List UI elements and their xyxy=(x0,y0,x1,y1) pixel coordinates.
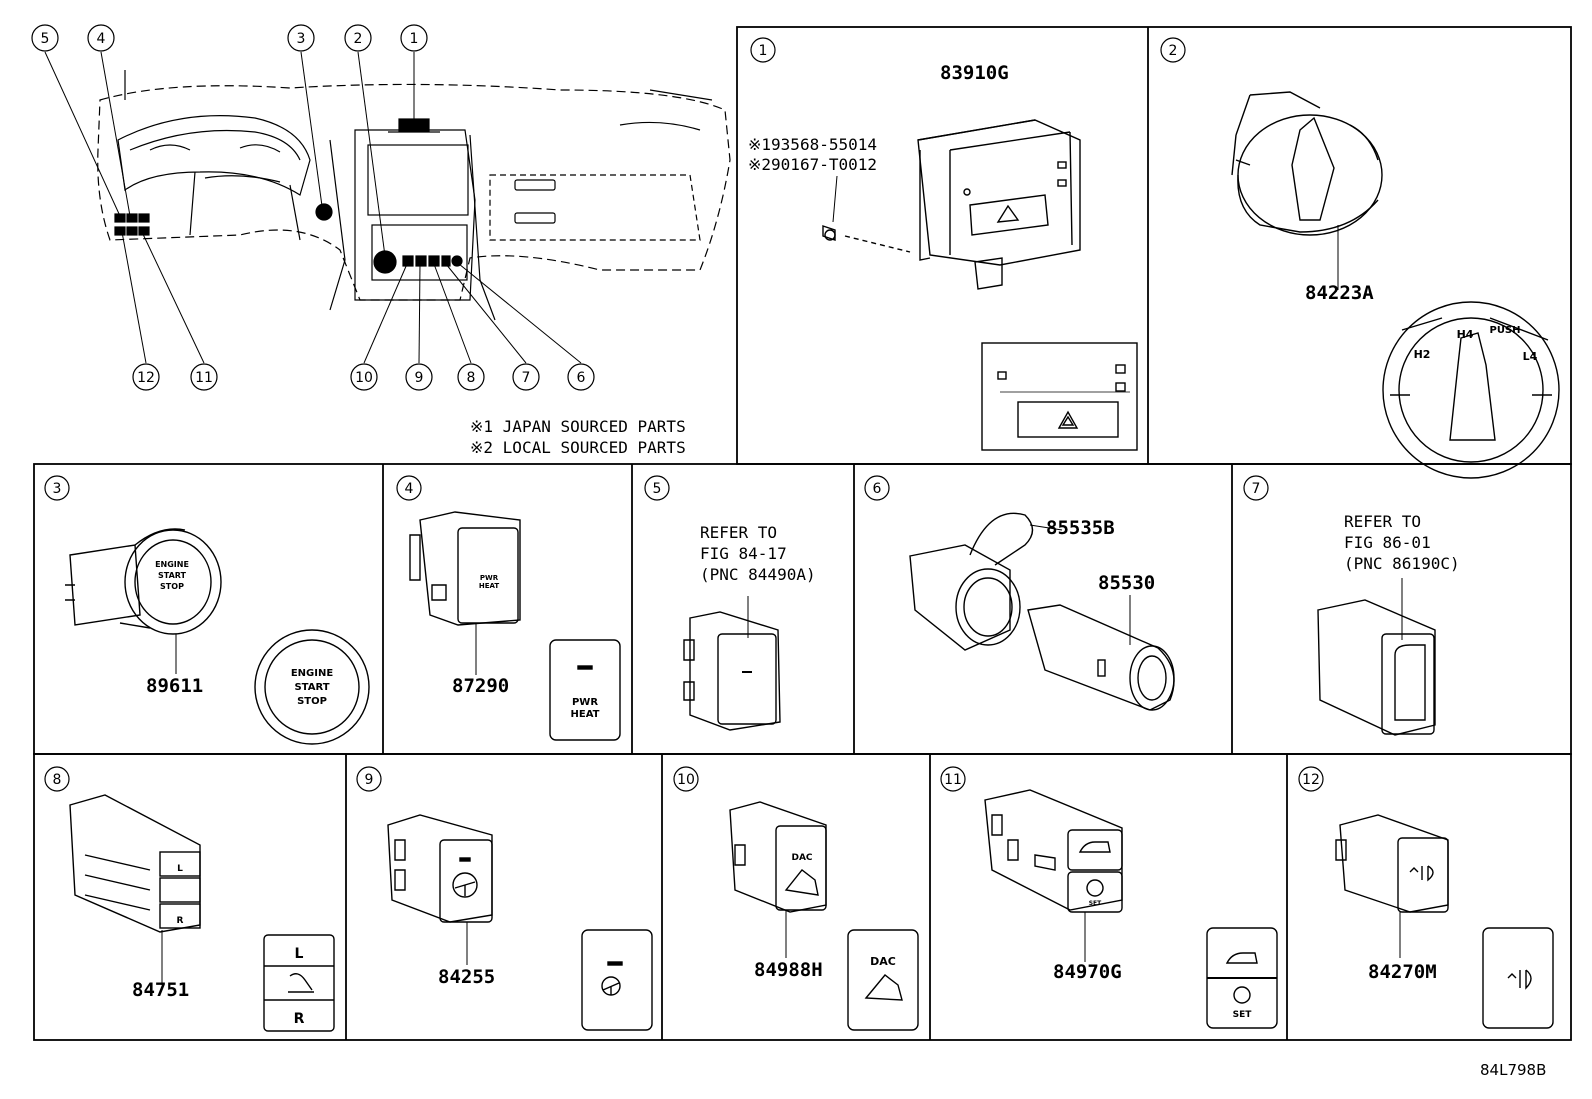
start-label-engine: ENGINE xyxy=(155,560,189,569)
panel-number-3: 3 xyxy=(53,481,62,497)
panel-number-1: 1 xyxy=(759,43,768,59)
panel-number-7: 7 xyxy=(1252,481,1261,497)
panel-number-4: 4 xyxy=(405,481,414,497)
callout-1: 1 xyxy=(410,31,419,47)
panel-number-8: 8 xyxy=(53,772,62,788)
part-number-84223A[interactable]: 84223A xyxy=(1305,282,1374,304)
panel-number-2: 2 xyxy=(1169,43,1178,59)
overview-leaders xyxy=(44,51,582,364)
callout-3: 3 xyxy=(297,31,306,47)
callout-2: 2 xyxy=(354,31,363,47)
overview-callout-numbers: 1 2 3 4 5 6 7 8 9 10 11 12 xyxy=(41,31,586,386)
panel1-sub-parts: ※193568-55014 ※290167-T0012 xyxy=(748,135,877,174)
parking-sensor-switch-drawing xyxy=(683,596,781,731)
panel-number-6: 6 xyxy=(873,481,882,497)
panel-numbers: 1 2 3 4 5 6 7 8 9 10 11 12 xyxy=(53,43,1320,788)
dashboard-overview xyxy=(97,70,731,321)
seat-inset-r: R xyxy=(294,1011,305,1027)
part-number-84988H[interactable]: 84988H xyxy=(754,959,823,981)
start-inset-start: START xyxy=(294,682,329,693)
usb-port-drawing xyxy=(1317,578,1436,736)
sourcing-notes: ※1 JAPAN SOURCED PARTS ※2 LOCAL SOURCED … xyxy=(470,417,686,457)
refer-7-line-2[interactable]: FIG 86-01 xyxy=(1344,533,1431,552)
transfer-knob-drawing xyxy=(1231,91,1560,479)
power-outlet-drawing xyxy=(909,512,1175,711)
seat-label-l: L xyxy=(177,864,183,874)
part-number-84751[interactable]: 84751 xyxy=(132,979,189,1001)
set-label: SET xyxy=(1089,900,1102,907)
sub-part-2[interactable]: ※290167-T0012 xyxy=(748,155,877,174)
diagram-code: 84L798B xyxy=(1480,1061,1546,1079)
panel-number-10: 10 xyxy=(677,772,695,788)
knob-push: PUSH xyxy=(1489,325,1520,336)
part-number-83910G[interactable]: 83910G xyxy=(940,62,1009,84)
part-number-84270M[interactable]: 84270M xyxy=(1368,961,1437,983)
pwr-label: PWR xyxy=(480,574,499,582)
start-inset-stop: STOP xyxy=(297,696,327,707)
panel-number-9: 9 xyxy=(365,772,374,788)
part-numbers: 83910G 84223A 89611 87290 85535B 85530 8… xyxy=(132,62,1437,1001)
note-japan: ※1 JAPAN SOURCED PARTS xyxy=(470,417,686,436)
panel-number-12: 12 xyxy=(1302,772,1320,788)
callout-5: 5 xyxy=(41,31,50,47)
refer-7-line-3: (PNC 86190C) xyxy=(1344,554,1460,573)
steering-heater-switch-drawing xyxy=(387,814,653,1031)
pwr-inset-label: PWR xyxy=(572,697,598,708)
panel-number-11: 11 xyxy=(944,772,962,788)
dac-inset-label: DAC xyxy=(870,955,896,968)
sub-part-1[interactable]: ※193568-55014 xyxy=(748,135,877,154)
pwr-heat-switch-drawing xyxy=(409,511,621,741)
knob-l4: L4 xyxy=(1523,350,1538,363)
start-button-drawing xyxy=(65,528,370,745)
refer-5-line-1: REFER TO xyxy=(700,523,777,542)
callout-8: 8 xyxy=(467,370,476,386)
note-local: ※2 LOCAL SOURCED PARTS xyxy=(470,438,686,457)
panel-number-5: 5 xyxy=(653,481,662,497)
start-label-start: START xyxy=(158,571,187,580)
dac-switch-drawing xyxy=(729,801,919,1031)
knob-h2: H2 xyxy=(1414,348,1431,361)
start-inset-engine: ENGINE xyxy=(291,668,333,679)
seat-heater-switch-drawing xyxy=(69,794,335,1032)
heat-label: HEAT xyxy=(479,582,500,590)
refer-5-line-2[interactable]: FIG 84-17 xyxy=(700,544,787,563)
callout-10: 10 xyxy=(355,370,373,386)
hazard-switch-drawing xyxy=(822,119,1138,451)
button-face-labels: ENGINE START STOP ENGINE START STOP PWR … xyxy=(155,325,1538,1027)
refer-7-line-1: REFER TO xyxy=(1344,512,1421,531)
defog-switch-drawing xyxy=(1335,814,1554,1029)
heat-inset-label: HEAT xyxy=(571,709,600,720)
part-number-84255[interactable]: 84255 xyxy=(438,966,495,988)
part-number-89611[interactable]: 89611 xyxy=(146,675,203,697)
callout-9: 9 xyxy=(415,370,424,386)
seat-inset-l: L xyxy=(295,946,304,962)
part-number-84970G[interactable]: 84970G xyxy=(1053,961,1122,983)
callout-11: 11 xyxy=(195,370,213,386)
set-inset-label: SET xyxy=(1233,1010,1253,1020)
start-label-stop: STOP xyxy=(160,582,184,591)
knob-h4: H4 xyxy=(1457,328,1474,341)
dac-label: DAC xyxy=(791,853,812,863)
callout-6: 6 xyxy=(577,370,586,386)
panel-frames xyxy=(33,26,1572,1041)
part-number-85535B[interactable]: 85535B xyxy=(1046,517,1115,539)
crawl-switch-drawing xyxy=(984,789,1278,1029)
refer-5-line-3: (PNC 84490A) xyxy=(700,565,816,584)
callout-circles xyxy=(31,24,1324,792)
callout-4: 4 xyxy=(97,31,106,47)
part-number-87290[interactable]: 87290 xyxy=(452,675,509,697)
part-number-85530[interactable]: 85530 xyxy=(1098,572,1155,594)
refer-notes: REFER TO FIG 84-17 (PNC 84490A) REFER TO… xyxy=(700,512,1460,584)
seat-label-r: R xyxy=(177,916,184,926)
callout-7: 7 xyxy=(522,370,531,386)
callout-12: 12 xyxy=(137,370,155,386)
